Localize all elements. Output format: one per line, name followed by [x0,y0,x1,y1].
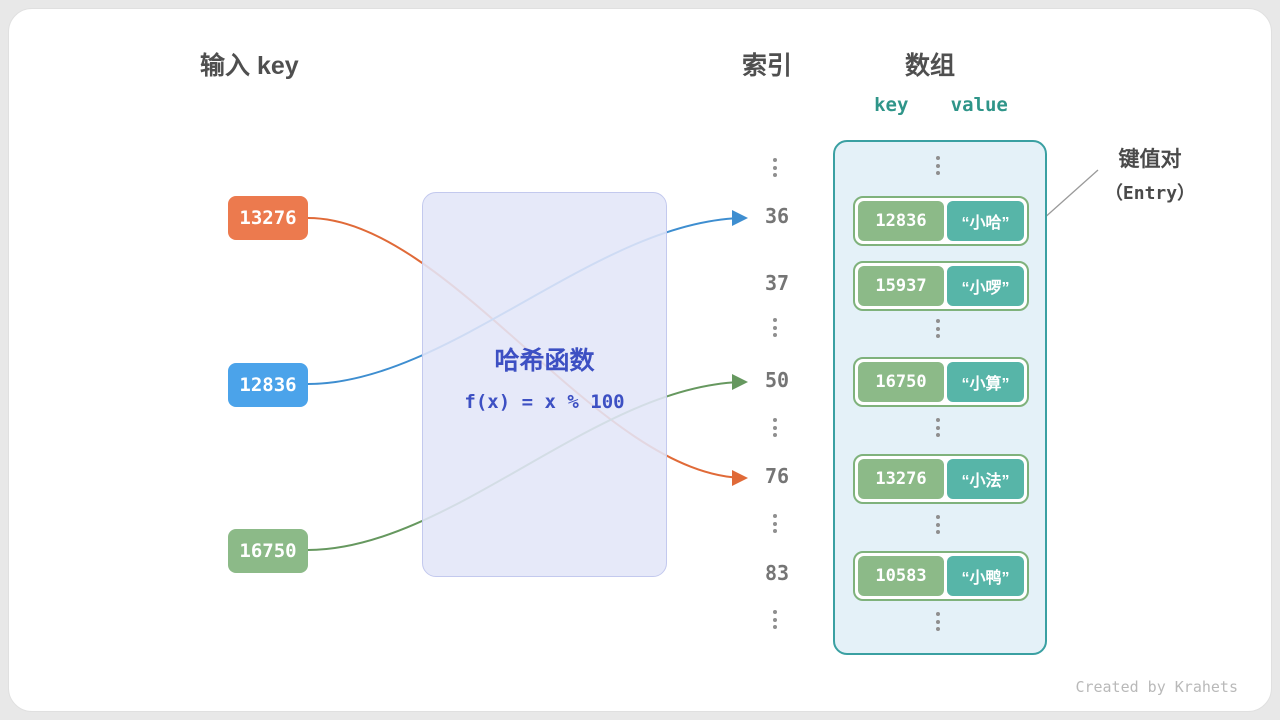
entry-key: 10583 [858,556,944,596]
ellipsis-dots [773,514,777,533]
entry-row: 10583 “小鸭” [853,551,1029,601]
header-index: 索引 [742,52,793,80]
hash-function-formula: f(x) = x % 100 [464,391,625,413]
input-key-16750: 16750 [228,529,308,573]
ellipsis-dots [936,515,940,534]
entry-value: “小啰” [947,266,1024,306]
entry-row: 12836 “小哈” [853,196,1029,246]
entry-key: 13276 [858,459,944,499]
index-36: 36 [764,204,790,228]
index-83: 83 [764,561,790,585]
array-key-value-header: key value [853,94,1029,116]
ellipsis-dots [936,319,940,338]
entry-value: “小算” [947,362,1024,402]
entry-key: 12836 [858,201,944,241]
entry-value: “小法” [947,459,1024,499]
entry-row: 13276 “小法” [853,454,1029,504]
entry-key: 15937 [858,266,944,306]
header-array: 数组 [905,52,956,80]
index-37: 37 [764,271,790,295]
ellipsis-dots [936,156,940,175]
key-column-label: key [874,94,909,116]
index-50: 50 [764,368,790,392]
hash-function-box: 哈希函数 f(x) = x % 100 [422,192,667,577]
ellipsis-dots [773,610,777,629]
entry-key: 16750 [858,362,944,402]
entry-callout: 键值对 （Entry） [1075,143,1225,205]
index-76: 76 [764,464,790,488]
input-key-12836: 12836 [228,363,308,407]
header-input-key: 输入 key [200,52,299,80]
entry-value: “小鸭” [947,556,1024,596]
credit-text: Created by Krahets [1075,678,1238,696]
ellipsis-dots [773,318,777,337]
value-column-label: value [950,94,1008,116]
entry-row: 16750 “小算” [853,357,1029,407]
ellipsis-dots [936,418,940,437]
entry-value: “小哈” [947,201,1024,241]
entry-row: 15937 “小啰” [853,261,1029,311]
ellipsis-dots [936,612,940,631]
hash-function-title: 哈希函数 [494,347,595,375]
ellipsis-dots [773,158,777,177]
input-key-13276: 13276 [228,196,308,240]
entry-callout-subtitle: （Entry） [1104,183,1196,204]
entry-callout-title: 键值对 [1118,148,1182,171]
ellipsis-dots [773,418,777,437]
